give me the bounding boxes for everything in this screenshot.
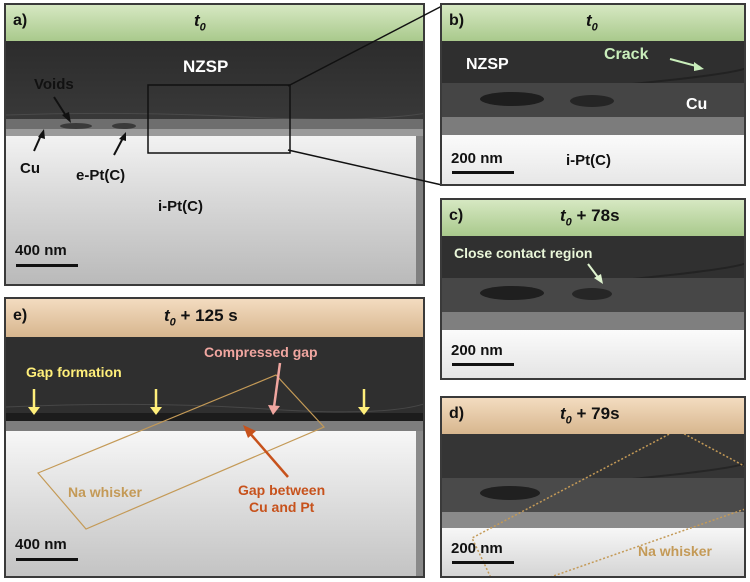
panel-e-time: t0 + 125 s bbox=[164, 306, 238, 329]
panel-a: a) t0 NZSP Voids Cu e-Pt(C) i-Pt(C) 400 … bbox=[4, 3, 425, 286]
scale-bar-e bbox=[16, 558, 78, 561]
scale-label-d: 200 nm bbox=[451, 540, 503, 557]
gap-between-label-2: Cu and Pt bbox=[249, 499, 315, 515]
scale-bar-b bbox=[452, 171, 514, 174]
cu-label-b: Cu bbox=[686, 96, 708, 113]
nzsp-label-b: NZSP bbox=[466, 56, 509, 73]
scale-label-e: 400 nm bbox=[15, 536, 67, 553]
panel-d-image bbox=[442, 429, 744, 576]
panel-b-time: t0 bbox=[586, 11, 598, 34]
scale-bar-c bbox=[452, 363, 514, 366]
panel-c-time: t0 + 78s bbox=[560, 206, 620, 229]
gap-between-label-1: Gap between bbox=[238, 482, 326, 498]
panel-a-header bbox=[6, 5, 423, 41]
panel-b-label: b) bbox=[449, 12, 465, 29]
panel-e: e) t0 + 125 s Gap formation Compressed g… bbox=[4, 297, 425, 578]
panel-e-header bbox=[6, 299, 423, 337]
panel-c-label: c) bbox=[449, 207, 464, 224]
na-whisker-box-e bbox=[37, 374, 326, 530]
ipt-label-b: i-Pt(C) bbox=[566, 152, 611, 169]
panel-a-time: t0 bbox=[194, 11, 206, 34]
compressed-gap-arrow bbox=[272, 362, 282, 408]
ipt-label: i-Pt(C) bbox=[158, 198, 203, 215]
scale-bar-d bbox=[452, 561, 514, 564]
panel-a-label: a) bbox=[13, 12, 28, 29]
panel-c-header bbox=[442, 200, 744, 236]
close-contact-label: Close contact region bbox=[454, 245, 593, 261]
panel-e-image bbox=[6, 337, 423, 576]
gap-formation-label: Gap formation bbox=[26, 364, 122, 380]
scale-label-c: 200 nm bbox=[451, 342, 503, 359]
na-whisker-label-e: Na whisker bbox=[68, 484, 142, 500]
panel-c-image bbox=[442, 236, 744, 378]
zoom-box bbox=[147, 84, 291, 154]
gap-between-arrow bbox=[247, 430, 289, 478]
na-whisker-label-d: Na whisker bbox=[638, 543, 712, 559]
panel-d: d) t0 + 79s Na whisker 200 nm bbox=[440, 396, 746, 578]
panel-e-label: e) bbox=[13, 307, 28, 324]
panel-d-label: d) bbox=[449, 405, 465, 422]
panel-c: c) t0 + 78s Close contact region 200 nm bbox=[440, 198, 746, 380]
nzsp-label: NZSP bbox=[183, 57, 229, 76]
panel-b-image bbox=[442, 41, 744, 184]
scale-label-b: 200 nm bbox=[451, 150, 503, 167]
panel-b: b) t0 NZSP Crack Cu i-Pt(C) 200 nm bbox=[440, 3, 746, 186]
compressed-gap-label: Compressed gap bbox=[204, 344, 318, 360]
panel-b-header bbox=[442, 5, 744, 41]
ept-label: e-Pt(C) bbox=[76, 167, 126, 184]
scale-label-a: 400 nm bbox=[15, 242, 67, 259]
cu-label: Cu bbox=[20, 160, 40, 177]
panel-a-image bbox=[6, 41, 423, 284]
panel-d-header bbox=[442, 398, 744, 434]
voids-label: Voids bbox=[34, 76, 74, 93]
panel-d-time: t0 + 79s bbox=[560, 404, 620, 427]
crack-label: Crack bbox=[604, 46, 649, 63]
scale-bar-a bbox=[16, 264, 78, 267]
